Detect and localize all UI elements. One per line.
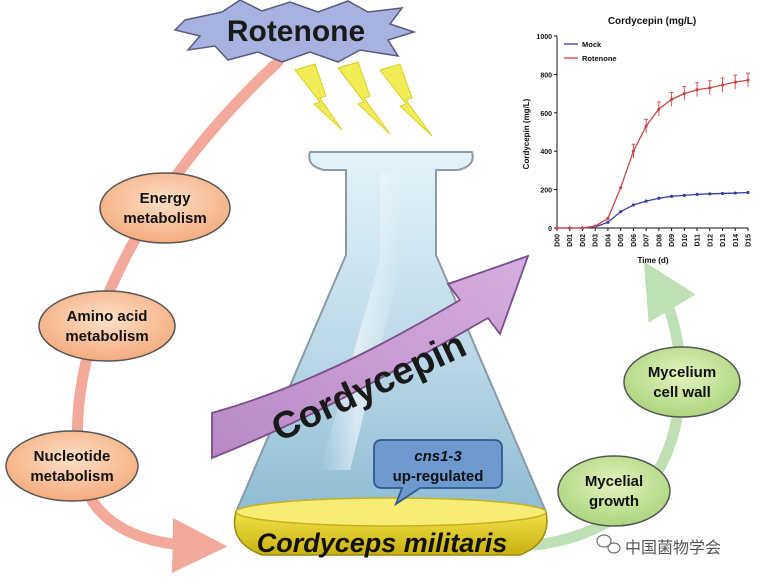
left-pathway-arrow (71, 56, 284, 573)
rotenone-label: Rotenone (227, 15, 365, 48)
rotenone-starburst: Rotenone (173, 0, 417, 63)
svg-text:cell wall: cell wall (653, 384, 711, 401)
chart-legend-label: Rotenone (582, 54, 617, 63)
svg-text:Mycelial: Mycelial (585, 473, 643, 490)
svg-text:growth: growth (589, 493, 639, 510)
chart-point (580, 226, 585, 230)
chart-point (619, 186, 623, 190)
chart-point (695, 88, 699, 92)
chart-y-tick-label: 1000 (536, 34, 552, 41)
chart-point (568, 226, 572, 230)
watermark: 中国菌物学会 (596, 534, 721, 557)
chart-point (682, 92, 686, 96)
chart-point (555, 226, 559, 230)
chart-point (657, 107, 661, 111)
chart-point (657, 196, 661, 200)
chart-y-tick-label: 400 (540, 149, 552, 156)
chart-point (631, 203, 636, 207)
chart-x-tick-label: D10 (682, 234, 689, 247)
chart-x-tick-label: D15 (746, 234, 753, 247)
chart-x-axis-label: Time (d) (638, 256, 669, 265)
chart-x-tick-label: D00 (555, 234, 562, 247)
chart-point (746, 190, 750, 195)
chart-point (682, 193, 686, 197)
svg-text:metabolism: metabolism (30, 468, 113, 485)
chart-y-tick-label: 800 (540, 72, 552, 79)
culture-liquid: Cordyceps militaris (233, 497, 548, 558)
chart-x-tick-label: D06 (631, 234, 638, 247)
chart-x-tick-label: D03 (593, 234, 600, 247)
chart-series (555, 72, 750, 230)
chart-point (708, 86, 712, 90)
chart-point (631, 149, 636, 153)
chart-point (720, 83, 725, 87)
chart-point (746, 78, 750, 82)
organism-label: Cordyceps militaris (257, 528, 508, 558)
chart-point (720, 191, 725, 196)
svg-text:Energy: Energy (140, 190, 192, 207)
gene-name: cns1-3 (414, 448, 462, 465)
chart-point (606, 220, 610, 224)
chart-series-mock (555, 190, 750, 230)
chart-point (733, 191, 737, 195)
chart-series-line (557, 79, 749, 229)
lightning-icon (379, 63, 433, 137)
lightning-icon (294, 63, 343, 131)
chart-y-axis-label: Cordycepin (mg/L) (522, 98, 531, 169)
node-mycelium-cell-wall: Mycelium cell wall (623, 346, 741, 418)
chart-point (670, 97, 674, 101)
svg-text:metabolism: metabolism (65, 328, 148, 345)
gene-status: up-regulated (393, 468, 484, 485)
chart-x-tick-label: D02 (580, 234, 587, 247)
chart-x-tick-label: D14 (733, 234, 740, 247)
watermark-text: 中国菌物学会 (625, 539, 721, 557)
chart-point (670, 194, 674, 198)
chart-series-rotenone (555, 72, 750, 230)
chart-x-tick-label: D04 (605, 234, 612, 247)
svg-text:Amino acid: Amino acid (67, 308, 148, 325)
chart-x-tick-label: D09 (669, 234, 676, 247)
node-amino-acid-metabolism: Amino acid metabolism (38, 290, 176, 362)
svg-text:Nucleotide: Nucleotide (34, 448, 111, 465)
svg-text:Mycelium: Mycelium (648, 364, 716, 381)
chart-x-tick-label: D12 (707, 234, 714, 247)
chart-x-tick-label: D11 (695, 234, 702, 247)
chart-point (708, 192, 712, 196)
node-nucleotide-metabolism: Nucleotide metabolism (5, 430, 139, 502)
svg-text:metabolism: metabolism (123, 210, 206, 227)
chart-point (644, 199, 648, 203)
chart-point (695, 192, 699, 196)
chart-x-tick-label: D01 (567, 234, 574, 247)
gene-callout: cns1-3 up-regulated (373, 439, 503, 507)
lightning-icons (294, 61, 433, 137)
chart-point (644, 124, 648, 128)
chart-x-tick-label: D13 (720, 234, 727, 247)
wechat-icon (596, 534, 621, 554)
chart-series-line (557, 191, 749, 229)
chart-x-tick-label: D05 (618, 234, 625, 247)
chart-point (733, 80, 737, 84)
chart-legend-label: Mock (582, 40, 602, 49)
chart-y-tick-label: 0 (548, 226, 552, 233)
node-energy-metabolism: Energy metabolism (99, 172, 231, 244)
chart-x-tick-label: D07 (644, 234, 651, 247)
chart-point (593, 224, 597, 228)
chart-x-tick-label: D08 (656, 234, 663, 247)
chart-point (619, 210, 623, 214)
chart-y-tick-label: 200 (540, 188, 552, 195)
chart-title: Cordycepin (mg/L) (608, 16, 696, 27)
node-mycelial-growth: Mycelial growth (557, 455, 671, 527)
lightning-icon (337, 61, 391, 135)
cordycepin-chart: Cordycepin (mg/L) Cordycepin (mg/L) Time… (522, 16, 753, 265)
chart-point (606, 216, 610, 220)
chart-y-tick-label: 600 (540, 111, 552, 118)
